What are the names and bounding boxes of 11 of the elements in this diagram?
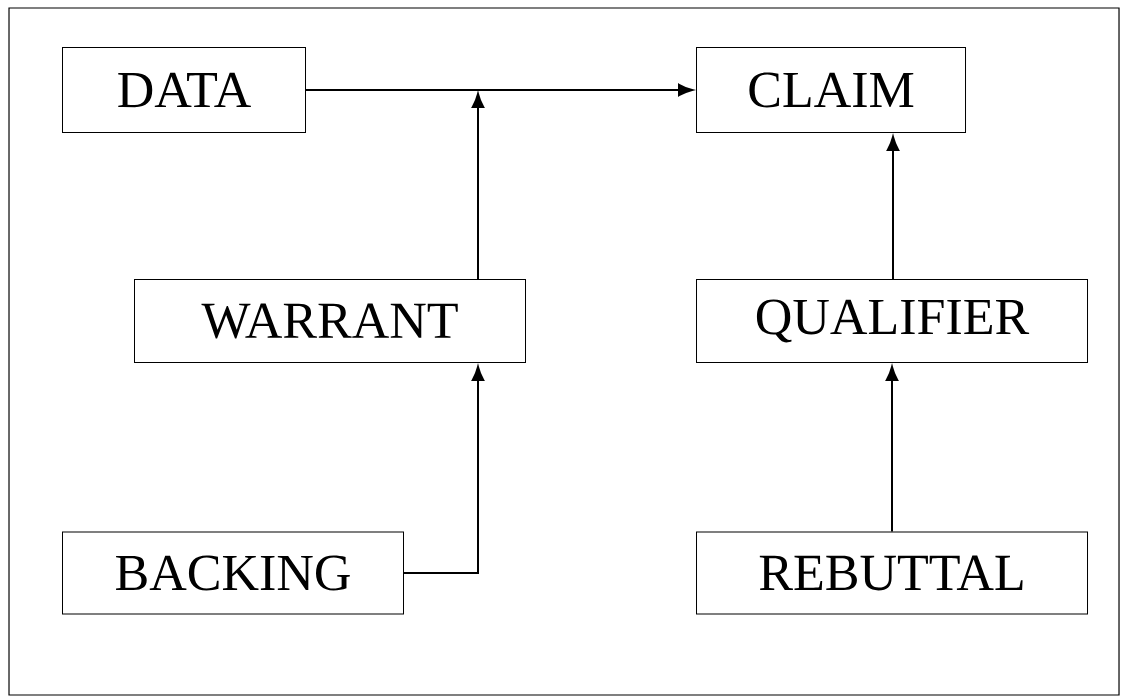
arrow — [403, 366, 485, 574]
text-box: DATA — [62, 47, 306, 133]
arrow — [471, 93, 485, 280]
text-box: CLAIM — [696, 47, 966, 133]
text-box: WARRANT — [134, 279, 526, 363]
arrow — [305, 83, 693, 97]
arrow — [885, 366, 899, 533]
arrow — [886, 136, 900, 280]
text-box: QUALIFIER — [696, 279, 1088, 363]
text-box: BACKING — [62, 531, 404, 615]
text-box: REBUTTAL — [696, 531, 1088, 615]
